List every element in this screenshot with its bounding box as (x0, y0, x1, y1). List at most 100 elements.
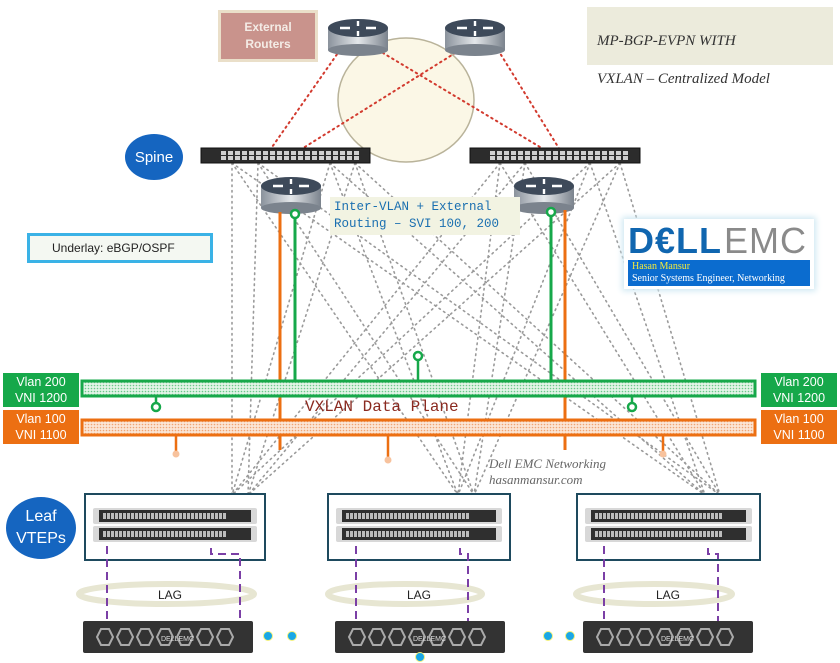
leaf-port (635, 531, 638, 537)
lag-oval (573, 581, 735, 607)
leaf-port (703, 513, 706, 519)
vlan-100-tag-left: Vlan 100 VNI 1100 (3, 410, 79, 444)
server-logo: DELLEMC (661, 636, 694, 643)
switch-port (312, 151, 317, 155)
server-bezel-hex (155, 628, 175, 646)
leaf-port (410, 513, 413, 519)
leaf-port (171, 531, 174, 537)
leaf-port (139, 513, 142, 519)
leaf-port (358, 531, 361, 537)
switch-port (581, 156, 586, 160)
fabric-link (524, 162, 721, 496)
leaf-port (711, 513, 714, 519)
leaf-port (462, 531, 465, 537)
leaf-port (179, 513, 182, 519)
leaf-port (611, 531, 614, 537)
lag-label-1: LAG (158, 588, 183, 602)
leaf-port (362, 531, 365, 537)
switch-port (312, 156, 317, 160)
server-bezel-hex (367, 628, 387, 646)
leaf-port (219, 513, 222, 519)
lag-link (707, 548, 719, 628)
leaf-port (450, 513, 453, 519)
router-arrows-icon (340, 21, 376, 36)
watermark: Dell EMC Networking hasanmansur.com (489, 456, 606, 487)
leaf-port (446, 513, 449, 519)
leaf-port (695, 513, 698, 519)
author-strip: Hasan Mansur Senior Systems Engineer, Ne… (628, 260, 810, 286)
server-bezel-hex (595, 628, 615, 646)
fabric-link (589, 162, 706, 496)
leaf-port (627, 531, 630, 537)
server-bezel-hex (195, 628, 215, 646)
leaf-port (414, 513, 417, 519)
switch-port (354, 151, 359, 155)
router-base (261, 202, 321, 214)
leaf-port (671, 513, 674, 519)
leaf-port (450, 531, 453, 537)
leaf-port (402, 531, 405, 537)
switch-port (539, 156, 544, 160)
leaf-port (599, 513, 602, 519)
leaf-port (350, 513, 353, 519)
leaf-port (422, 513, 425, 519)
leaf-port (374, 531, 377, 537)
leaf-port (595, 513, 598, 519)
leaf-port (707, 531, 710, 537)
switch-port (504, 156, 509, 160)
leaf-port (655, 531, 658, 537)
emc-wordmark: EMC (724, 220, 807, 261)
switch-port (504, 151, 509, 155)
leaf-port (454, 531, 457, 537)
leaf-port (595, 531, 598, 537)
switch-port (263, 156, 268, 160)
router-arrows-icon (457, 21, 493, 36)
leaf-port (207, 531, 210, 537)
leaf-port (623, 513, 626, 519)
leaf-port (711, 531, 714, 537)
spine-label: Spine (125, 134, 183, 180)
switch-port (616, 151, 621, 155)
lag-oval (325, 581, 485, 607)
vni-id: VNI 1100 (15, 428, 67, 442)
switch-port (277, 151, 282, 155)
switch-port (235, 151, 240, 155)
leaf-port (406, 531, 409, 537)
leaf-port (675, 531, 678, 537)
external-link (299, 49, 461, 151)
switch-port (270, 151, 275, 155)
orange-stub-endpoint (659, 450, 667, 458)
leaf-port (430, 531, 433, 537)
leaf-port (434, 531, 437, 537)
router-top (328, 19, 388, 37)
switch-port (553, 156, 558, 160)
continuation-dot (565, 631, 575, 641)
leaf-port (707, 513, 710, 519)
leaf-port (207, 513, 210, 519)
switch-chassis (469, 147, 641, 164)
switch-port (511, 156, 516, 160)
server-bezel-hex (215, 628, 235, 646)
leaf-port (103, 531, 106, 537)
title-line-1: MP-BGP-EVPN WITH (597, 33, 736, 49)
link-endpoint (545, 206, 557, 218)
leaf-port (175, 531, 178, 537)
switch-port (609, 156, 614, 160)
leaf-port (663, 513, 666, 519)
server-bezel-hex (347, 628, 367, 646)
switch-port (595, 151, 600, 155)
leaf-port (191, 513, 194, 519)
leaf-port (171, 513, 174, 519)
switch-port (305, 151, 310, 155)
leaf-port (131, 531, 134, 537)
leaf-port (382, 531, 385, 537)
leaf-port (211, 531, 214, 537)
leaf-port (215, 531, 218, 537)
switch-port (249, 151, 254, 155)
vlan-200-bus (80, 379, 757, 398)
leaf-port (378, 513, 381, 519)
switch-port (333, 156, 338, 160)
leaf-port (346, 531, 349, 537)
switch-port (242, 156, 247, 160)
leaf-port (466, 513, 469, 519)
